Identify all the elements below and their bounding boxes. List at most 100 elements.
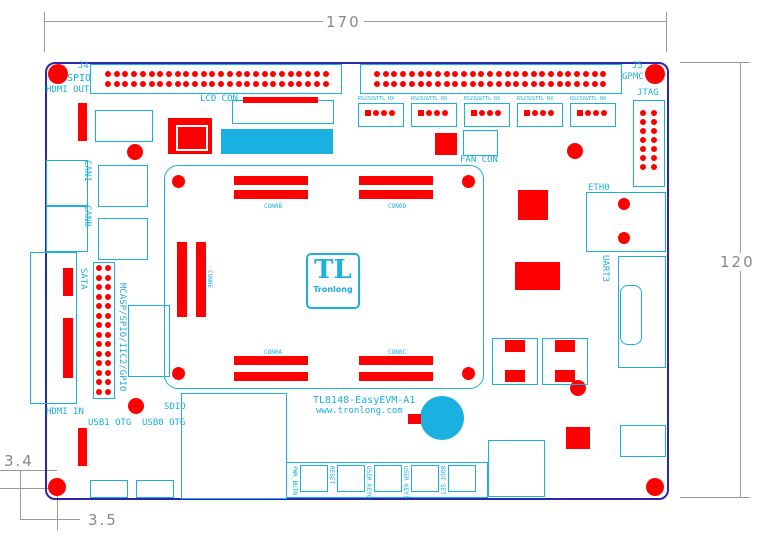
header-pin [651, 128, 657, 134]
con0d-label: CON0D [388, 203, 407, 210]
usb0-otg-connector [136, 480, 174, 498]
db9-shell [620, 285, 642, 345]
header-pin [261, 81, 268, 87]
lcd-con-label: LCD CON [200, 94, 238, 104]
rj45-hole [618, 232, 630, 244]
header-pin [574, 71, 581, 77]
usb1-otg-connector [90, 480, 128, 498]
ic-outline [95, 110, 153, 142]
j5-label: J5 [632, 61, 643, 71]
j4-name: SPIO [67, 73, 92, 84]
uart-header [570, 103, 616, 127]
header-pin [270, 71, 277, 77]
can0-label: CAN0 [82, 205, 92, 227]
chip-outline [176, 125, 208, 151]
sdram-chip [515, 262, 560, 290]
key-label: USER KEY0 [365, 466, 372, 499]
header-pin [192, 81, 198, 87]
dimension-line [20, 470, 21, 520]
key-button[interactable] [448, 465, 476, 492]
dimension-line [680, 62, 750, 63]
header-pin [565, 71, 572, 77]
header-pin [235, 71, 242, 77]
header-pin [471, 110, 477, 116]
key-button[interactable] [337, 465, 365, 492]
key-button[interactable] [374, 465, 402, 492]
header-pin [296, 71, 303, 77]
width-dimension: 170 [323, 13, 364, 31]
header-pin [556, 71, 563, 77]
header-pin [305, 81, 312, 87]
header-pin [105, 341, 111, 347]
header-pin [408, 81, 415, 87]
header-pin [261, 71, 268, 77]
con0a-connector [234, 356, 308, 365]
con0b-label: CON0B [264, 203, 283, 210]
key-button[interactable] [300, 465, 328, 492]
header-pin [540, 110, 546, 116]
inductor-pad [555, 340, 575, 352]
lcd-connector-pins [243, 97, 318, 103]
header-pin [651, 110, 657, 116]
header-pin [452, 71, 459, 77]
coin-battery [420, 396, 464, 440]
header-pin [131, 71, 138, 77]
board-outline [45, 62, 669, 500]
header-pin [183, 71, 190, 77]
header-pin [593, 110, 599, 116]
uart-header-label: RS232&TTL RX [570, 96, 607, 102]
header-pin [640, 155, 646, 161]
dimension-line [57, 480, 58, 530]
header-pin [426, 110, 432, 116]
uart-header [517, 103, 563, 127]
fan-con-label: FAN CON [460, 155, 498, 165]
sata-label: SATA [78, 268, 88, 290]
header-pin [391, 71, 398, 77]
header-pin [521, 81, 528, 87]
key-label: BOOT SET [439, 466, 446, 495]
dimension-line [20, 519, 80, 520]
header-pin [487, 81, 494, 87]
key-button[interactable] [411, 465, 439, 492]
header-pin [105, 369, 111, 376]
j5-header [360, 64, 622, 94]
header-pin [640, 119, 646, 125]
header-pin [131, 81, 138, 87]
dimension-line [0, 488, 57, 489]
con0e-label: CON0E [206, 270, 213, 289]
header-pin [478, 81, 485, 87]
j4-header [90, 64, 342, 94]
header-pin [651, 146, 657, 152]
header-pin [105, 265, 111, 271]
header-pin [148, 71, 155, 77]
header-pin [565, 81, 572, 87]
header-pin [209, 81, 216, 87]
header-pin [461, 71, 467, 77]
header-pin [226, 71, 233, 77]
header-pin [365, 110, 371, 116]
header-pin [96, 274, 102, 281]
header-pin [235, 81, 242, 87]
rj45-hole [618, 198, 630, 210]
logo-brand: Tronlong [313, 285, 353, 294]
header-pin [469, 71, 476, 77]
sdio-label: SDIO [164, 402, 186, 412]
header-pin [105, 81, 111, 87]
header-pin [139, 81, 146, 87]
con0c-connector [359, 356, 433, 365]
header-pin [322, 81, 329, 87]
header-pin [417, 81, 424, 87]
header-pin [521, 71, 528, 77]
dimension-line [680, 497, 750, 498]
header-pin [105, 293, 111, 300]
con0e-connector [177, 242, 187, 317]
header-pin [252, 71, 259, 77]
pin-table [128, 305, 170, 377]
header-pin [640, 128, 646, 134]
header-pin [200, 71, 207, 77]
header-pin [287, 71, 294, 77]
j5-name: GPMC [622, 72, 644, 82]
offset-y-dimension: 3.4 [4, 452, 34, 470]
header-pin [122, 71, 129, 77]
header-pin [139, 71, 146, 77]
